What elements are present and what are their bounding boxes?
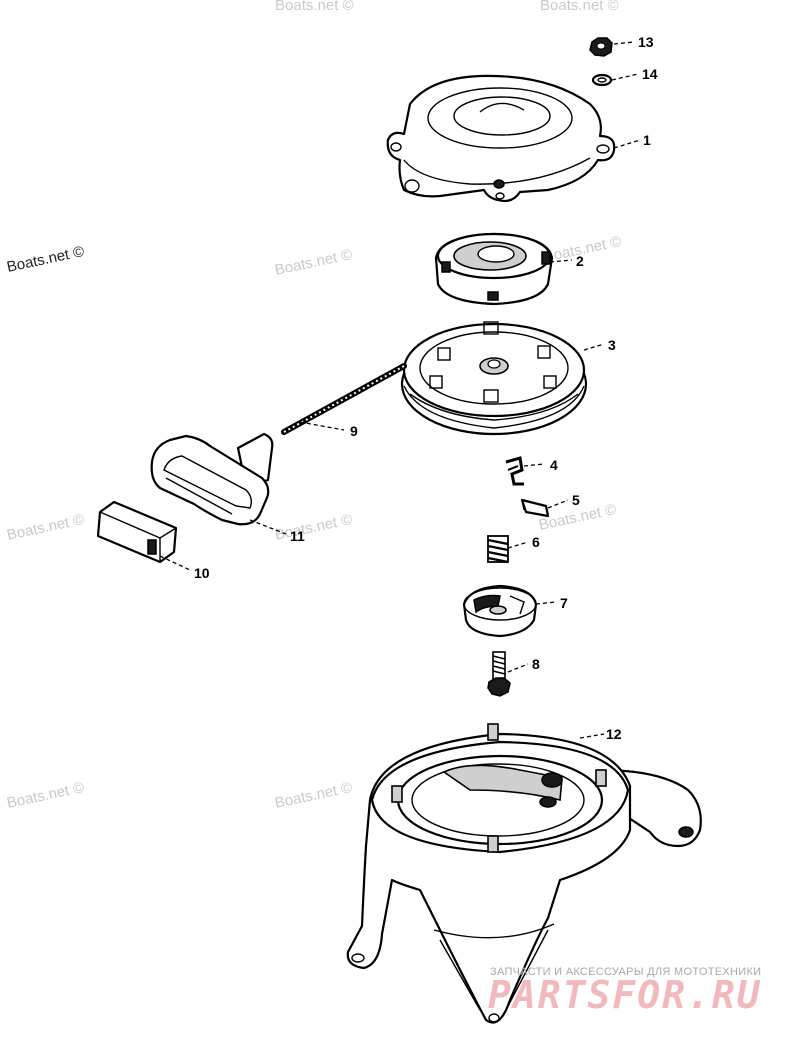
callout-9: 9	[350, 423, 358, 439]
watermark: Boats.net ©	[5, 511, 85, 544]
brand-tagline: ЗАПЧАСТИ И АКСЕССУАРЫ ДЛЯ МОТОТЕХНИКИ	[490, 966, 761, 978]
part-12-housing-bracket	[346, 723, 702, 1024]
watermark: Boats.net ©	[273, 779, 353, 812]
callout-10: 10	[194, 565, 210, 581]
callout-6: 6	[532, 534, 540, 550]
part-10-rope-anchor	[96, 500, 178, 564]
part-4-pawl-spring	[505, 456, 524, 486]
part-8-bolt	[487, 651, 511, 697]
brand-logo: PARTSFOR.RU	[488, 973, 762, 1017]
part-9-starter-rope	[281, 363, 407, 435]
callout-2: 2	[576, 253, 584, 269]
watermark: Boats.net ©	[273, 511, 353, 544]
part-6-spring	[487, 535, 509, 564]
watermark: Boats.net ©	[5, 243, 85, 276]
callout-5: 5	[572, 492, 580, 508]
part-5-pawl	[520, 498, 550, 518]
callout-4: 4	[550, 457, 558, 473]
watermark: Boats.net ©	[275, 0, 354, 14]
callout-12: 12	[606, 726, 622, 742]
part-2-spring-plate	[434, 232, 554, 306]
callout-1: 1	[643, 132, 651, 148]
callout-13: 13	[638, 34, 654, 50]
part-13-nut	[589, 37, 613, 57]
part-11-starter-handle	[150, 432, 274, 526]
callout-8: 8	[532, 656, 540, 672]
watermark: Boats.net ©	[5, 779, 85, 812]
leader-lines	[159, 41, 641, 739]
watermark: Boats.net ©	[273, 246, 353, 279]
callout-7: 7	[560, 595, 568, 611]
brand-watermark: ЗАПЧАСТИ И АКСЕССУАРЫ ДЛЯ МОТОТЕХНИКИ PA…	[488, 966, 762, 1017]
part-3-rope-pulley	[400, 321, 588, 436]
watermark: Boats.net ©	[540, 0, 619, 14]
callout-11: 11	[290, 528, 305, 544]
callout-labels: 13 14 1 2 3 9 4 5 11 6 10 7 8 12	[194, 34, 658, 742]
part-14-washer	[591, 73, 613, 87]
callout-3: 3	[608, 337, 616, 353]
callout-14: 14	[642, 66, 658, 82]
part-7-cam-hub	[462, 584, 538, 638]
part-1-starter-housing	[386, 74, 616, 203]
